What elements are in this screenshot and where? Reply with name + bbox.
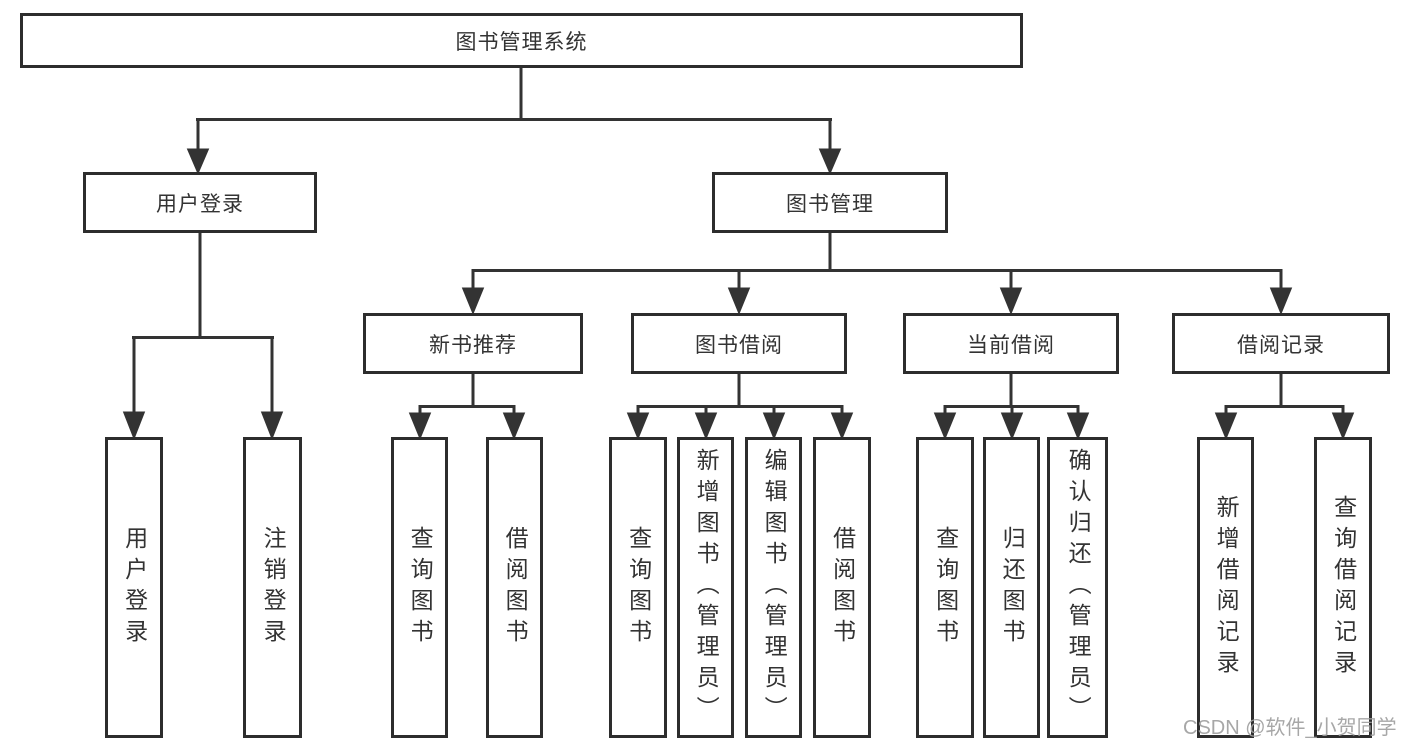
- node-label: 查询图书: [625, 525, 652, 650]
- leaf-add-book-admin: 新增图书（管理员）: [677, 437, 734, 738]
- node-label: 查询图书: [932, 525, 959, 650]
- leaf-query-borrow-record: 查询借阅记录: [1314, 437, 1372, 738]
- node-label: 查询借阅记录: [1330, 494, 1357, 681]
- leaf-query-books-current: 查询图书: [916, 437, 974, 738]
- arrowhead-book-management: [818, 148, 842, 175]
- node-label: 归还图书: [999, 525, 1026, 650]
- node-library-management-system: 图书管理系统: [20, 13, 1023, 68]
- node-label: 借阅记录: [1237, 333, 1325, 357]
- leaf-add-borrow-record: 新增借阅记录: [1197, 437, 1254, 738]
- node-label: 注销登录: [260, 525, 287, 650]
- leaf-borrow-books-recommend: 借阅图书: [486, 437, 543, 738]
- node-label: 用户登录: [121, 525, 148, 650]
- leaf-query-books-borrow: 查询图书: [609, 437, 667, 738]
- arrowhead-new-book-recommend: [461, 287, 485, 315]
- node-label: 图书管理: [786, 192, 874, 216]
- node-label: 查询图书: [407, 525, 434, 650]
- leaf-return-book: 归还图书: [983, 437, 1040, 738]
- arrowhead-leaf-user-login: [122, 411, 146, 441]
- leaf-confirm-return-admin: 确认归还（管理员）: [1047, 437, 1108, 738]
- arrowhead-user-login: [186, 148, 210, 175]
- node-book-management: 图书管理: [712, 172, 948, 233]
- csdn-watermark: CSDN @软件_小贺同学: [1183, 717, 1397, 739]
- node-new-book-recommend: 新书推荐: [363, 313, 583, 374]
- leaf-edit-book-admin: 编辑图书（管理员）: [745, 437, 802, 738]
- node-label: 编辑图书（管理员）: [761, 448, 788, 727]
- node-label: 新书推荐: [429, 333, 517, 357]
- arrowhead-borrow-records: [1269, 287, 1293, 315]
- node-user-login: 用户登录: [83, 172, 317, 233]
- node-label: 借阅图书: [829, 525, 856, 650]
- node-borrow-records: 借阅记录: [1172, 313, 1390, 374]
- arrowhead-leaf-logout: [260, 411, 284, 441]
- leaf-borrow-books: 借阅图书: [813, 437, 871, 738]
- arrowhead-book-borrow: [727, 287, 751, 315]
- node-label: 借阅图书: [502, 525, 529, 650]
- node-label: 用户登录: [156, 192, 244, 216]
- node-label: 当前借阅: [967, 333, 1055, 357]
- node-book-borrow: 图书借阅: [631, 313, 847, 374]
- node-label: 图书管理系统: [455, 30, 588, 54]
- arrowhead-current-borrow: [999, 287, 1023, 315]
- node-label: 图书借阅: [695, 333, 783, 357]
- node-label: 确认归还（管理员）: [1065, 448, 1092, 727]
- leaf-query-books-recommend: 查询图书: [391, 437, 448, 738]
- node-current-borrow: 当前借阅: [903, 313, 1119, 374]
- leaf-user-login: 用户登录: [105, 437, 163, 738]
- leaf-logout: 注销登录: [243, 437, 302, 738]
- node-label: 新增借阅记录: [1213, 494, 1240, 681]
- node-label: 新增图书（管理员）: [693, 448, 720, 727]
